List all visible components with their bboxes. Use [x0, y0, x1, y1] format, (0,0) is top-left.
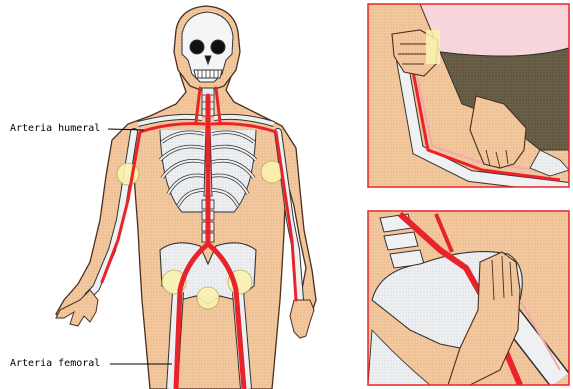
label-arteria-humeral: Arteria humeral [10, 123, 100, 135]
pressure-point-pelvic [197, 287, 219, 309]
hand-left [290, 300, 314, 338]
panel-arm-pressure [368, 4, 569, 188]
body-figure [56, 6, 316, 389]
label-arteria-femoral: Arteria femoral [10, 358, 100, 370]
pressure-point-humeral-right [117, 163, 139, 185]
panel-groin-pressure [368, 211, 569, 385]
clothing-top [420, 4, 569, 56]
body-silhouette [56, 74, 316, 389]
